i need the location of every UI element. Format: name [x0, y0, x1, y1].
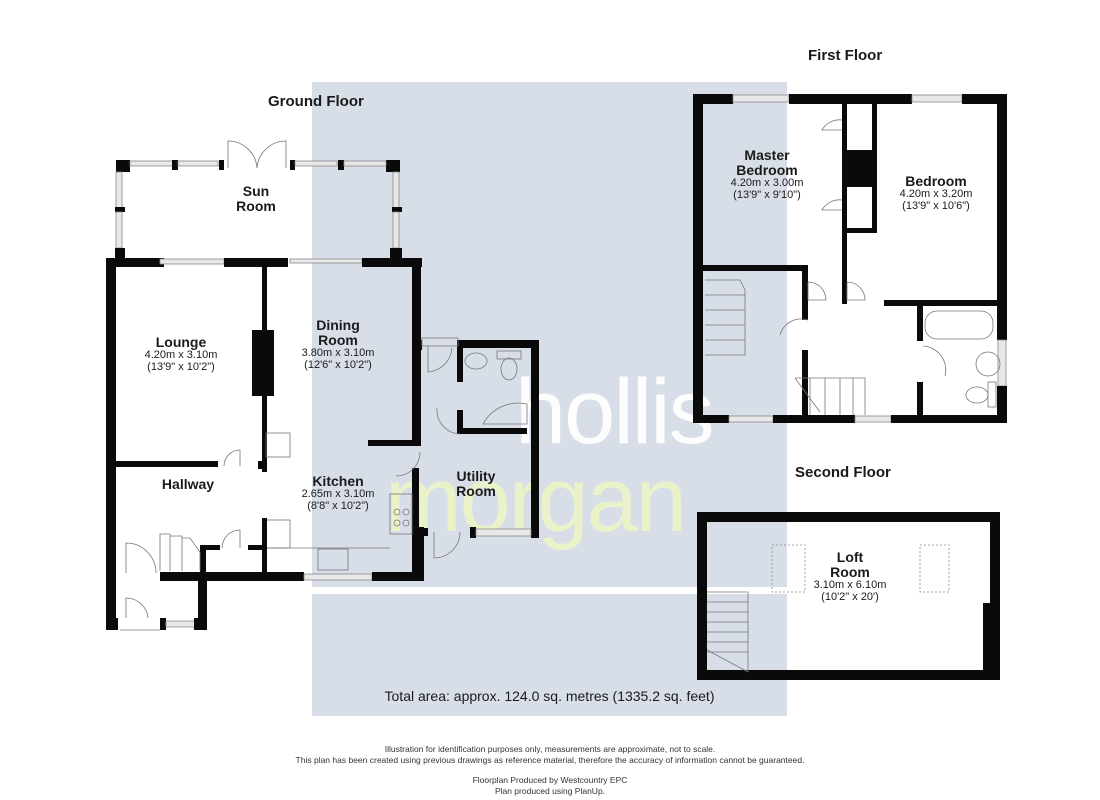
room-hallway: Hallway	[161, 476, 215, 492]
producer-credit: Floorplan Produced by Westcountry EPC	[472, 775, 628, 785]
band-gap	[312, 587, 787, 594]
disclaimer-line-1: Illustration for identification purposes…	[384, 744, 716, 754]
room-utility-room: Utility Room	[456, 468, 496, 500]
software-credit: Plan produced using PlanUp.	[494, 786, 606, 796]
first-floor-plan	[693, 94, 1007, 423]
second-floor-plan	[697, 512, 1000, 680]
room-kitchen: Kitchen 2.65m x 3.10m (8'8" x 10'2")	[301, 473, 375, 512]
room-bedroom: Bedroom 4.20m x 3.20m (13'9" x 10'6")	[899, 173, 973, 212]
total-area: Total area: approx. 124.0 sq. metres (13…	[384, 688, 715, 704]
second-floor-title: Second Floor	[795, 464, 891, 481]
background-band	[312, 82, 787, 716]
ground-floor-plan	[106, 140, 539, 631]
ground-floor-title: Ground Floor	[268, 93, 364, 110]
room-lounge: Lounge 4.20m x 3.10m (13'9" x 10'2")	[144, 334, 218, 373]
first-floor-title: First Floor	[808, 47, 883, 64]
room-master-bedroom: Master Bedroom 4.20m x 3.00m (13'9" x 9'…	[730, 147, 804, 202]
room-loft-room: Loft Room 3.10m x 6.10m (10'2" x 20')	[813, 549, 887, 604]
room-dining-room: Dining Room 3.80m x 3.10m (12'6" x 10'2"…	[301, 317, 375, 372]
disclaimer-line-2: This plan has been created using previou…	[295, 755, 805, 765]
room-sun-room: Sun Room	[236, 183, 276, 215]
